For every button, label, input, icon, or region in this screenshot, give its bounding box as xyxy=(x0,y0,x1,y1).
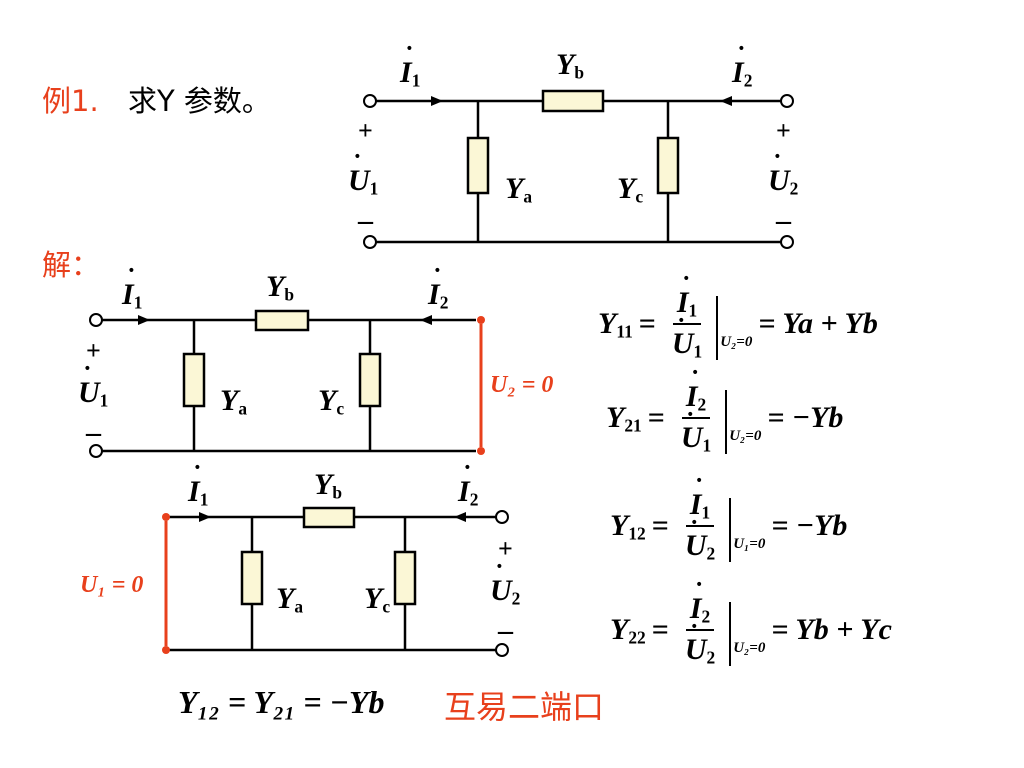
y11-fraction: I1 U1 xyxy=(668,271,706,363)
c2-label-yb: Yb xyxy=(266,270,294,305)
admittance-ya-1 xyxy=(466,136,490,195)
c1-label-u1: U1 xyxy=(348,149,378,199)
y21-rhs: = −Yb xyxy=(767,401,844,435)
c3-label-u2: U2 xyxy=(490,559,520,609)
c3-minus-2: – xyxy=(498,614,513,647)
admittance-yc-1 xyxy=(656,136,680,195)
reciprocity-relation: Y₁₂ = Y₂₁ = −Yb xyxy=(178,684,385,720)
task-text: 求Y 参数。 xyxy=(128,84,271,118)
reciprocal-two-port-note: 互易二端口 xyxy=(444,688,605,726)
c1-label-ya: Ya xyxy=(505,172,533,207)
c3-label-yc: Yc xyxy=(364,582,391,617)
y22-lhs: Y22 xyxy=(610,612,646,648)
c3-plus-2: + xyxy=(498,534,513,563)
solution-label: 解： xyxy=(42,248,101,282)
c1-label-yb: Yb xyxy=(556,48,584,83)
c2-label-u1: U1 xyxy=(78,361,108,411)
c3-label-i1: I1 xyxy=(188,460,208,510)
y22-rhs: = Yb + Yc xyxy=(771,613,892,647)
y12-rhs: = −Yb xyxy=(771,509,848,543)
example-label: 例1. xyxy=(42,84,99,118)
admittance-yc-2 xyxy=(358,352,382,408)
equation-y22: Y22 = I2 U2 U₂=0 = Yb + Yc xyxy=(610,577,892,669)
c1-plus-1: + xyxy=(358,116,373,145)
c3-label-i2: I2 xyxy=(458,460,478,510)
equation-y21: Y21 = I2 U1 U₂=0 = −Yb xyxy=(606,365,844,457)
c2-plus-1: + xyxy=(86,336,101,365)
y22-fraction: I2 U2 xyxy=(681,577,719,669)
admittance-yb-2 xyxy=(254,309,310,332)
y12-fraction: I1 U2 xyxy=(681,473,719,565)
y12-lhs: Y12 xyxy=(610,508,646,544)
equation-y11: Y11 = I1 U1 U₂=0 = Ya + Yb xyxy=(598,271,878,363)
c1-label-u2: U2 xyxy=(768,149,798,199)
c2-short-circuit-label: U₂ = 0 xyxy=(490,372,554,398)
c3-label-yb: Yb xyxy=(314,468,342,503)
c3-short-circuit-label: U₁ = 0 xyxy=(80,572,144,598)
c2-minus-1: – xyxy=(86,416,101,449)
admittance-ya-2 xyxy=(182,352,206,408)
c2-label-ya: Ya xyxy=(220,384,248,419)
equation-y12: Y12 = I1 U2 U₁=0 = −Yb xyxy=(610,473,848,565)
y21-fraction: I2 U1 xyxy=(677,365,715,457)
y21-lhs: Y21 xyxy=(606,400,642,436)
admittance-yb-1 xyxy=(541,89,605,113)
admittance-ya-3 xyxy=(240,550,264,606)
c3-label-ya: Ya xyxy=(276,582,304,617)
c1-plus-2: + xyxy=(776,116,791,145)
y11-rhs: = Ya + Yb xyxy=(758,307,878,341)
admittance-yb-3 xyxy=(302,506,356,529)
c2-label-yc: Yc xyxy=(318,384,345,419)
c1-minus-1: – xyxy=(358,204,373,237)
c1-minus-2: – xyxy=(776,204,791,237)
y11-lhs: Y11 xyxy=(598,306,633,342)
admittance-yc-3 xyxy=(393,550,417,606)
c1-label-i2: I2 xyxy=(732,41,752,91)
c1-label-i1: I1 xyxy=(400,41,420,91)
c2-label-i1: I1 xyxy=(122,263,142,313)
c1-label-yc: Yc xyxy=(617,172,644,207)
c2-label-i2: I2 xyxy=(428,263,448,313)
